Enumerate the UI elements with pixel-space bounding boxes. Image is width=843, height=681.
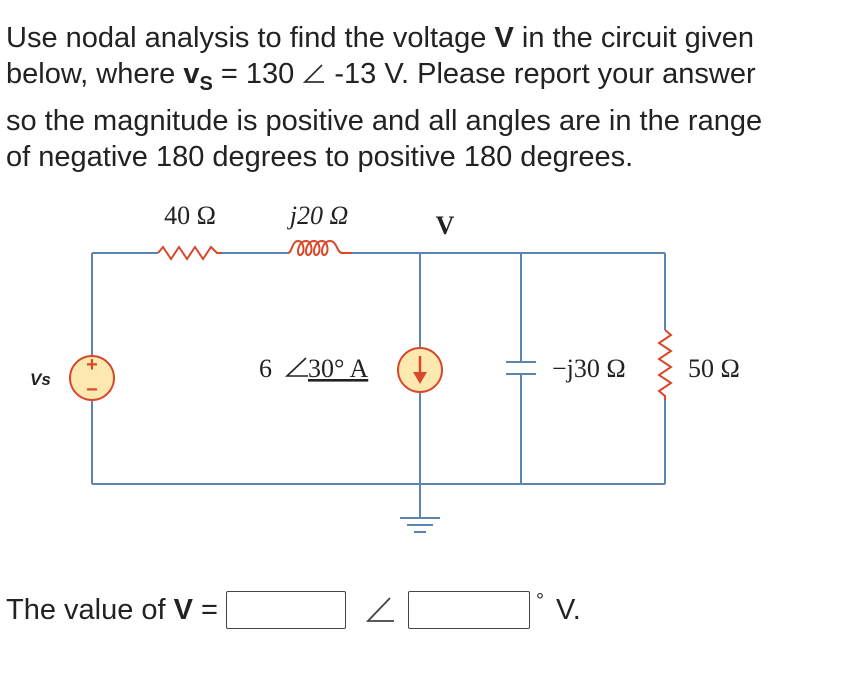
answer-prefix: The value of: [6, 593, 174, 626]
voltage-source-icon: [69, 355, 115, 401]
r1-label: 40 Ω: [164, 201, 216, 230]
question-line-4: of negative 180 degrees to positive 180 …: [6, 141, 634, 173]
resistor-50-icon: [657, 329, 673, 400]
voltage-source-minus: −: [86, 379, 98, 401]
question-line-1: Use nodal analysis to find the voltage V…: [6, 22, 754, 54]
angle-input[interactable]: [408, 591, 530, 629]
inductor-icon: [287, 239, 352, 257]
capacitor-label: −j30 Ω: [552, 354, 626, 383]
resistor-40-icon: [157, 245, 222, 261]
answer-v-bold: V: [173, 593, 193, 626]
r2-label: 50 Ω: [688, 354, 740, 383]
answer-equals: =: [193, 593, 218, 626]
answer-row: The value of V = ° V.: [6, 588, 581, 632]
question-line-2: below, where vS = 130 -13 V. Please repo…: [6, 58, 756, 95]
current-source-angle-icon: [284, 357, 308, 377]
question-text: Use nodal analysis to find the voltage V…: [6, 20, 836, 175]
angle-icon: [365, 597, 394, 622]
node-v-label: V: [436, 211, 455, 240]
angle-icon: [303, 64, 325, 83]
magnitude-input[interactable]: [226, 591, 346, 629]
vs-label: Vs: [30, 370, 51, 389]
circuit-diagram: + − 40 Ω j20 Ω V 6 30° A −j30 Ω 50 Ω Vs: [30, 201, 740, 533]
question-line-3: so the magnitude is positive and all ang…: [6, 105, 763, 137]
l1-label: j20 Ω: [287, 201, 349, 230]
degree-symbol: °: [536, 589, 544, 612]
current-source-label-b: 30° A: [308, 354, 368, 383]
current-arrowhead-icon: [413, 372, 427, 384]
current-source-label-a: 6: [259, 354, 272, 383]
ground-icon: [400, 517, 440, 533]
unit-label: V.: [548, 593, 581, 626]
voltage-source-plus: +: [86, 354, 98, 376]
capacitor-icon: [506, 361, 536, 375]
